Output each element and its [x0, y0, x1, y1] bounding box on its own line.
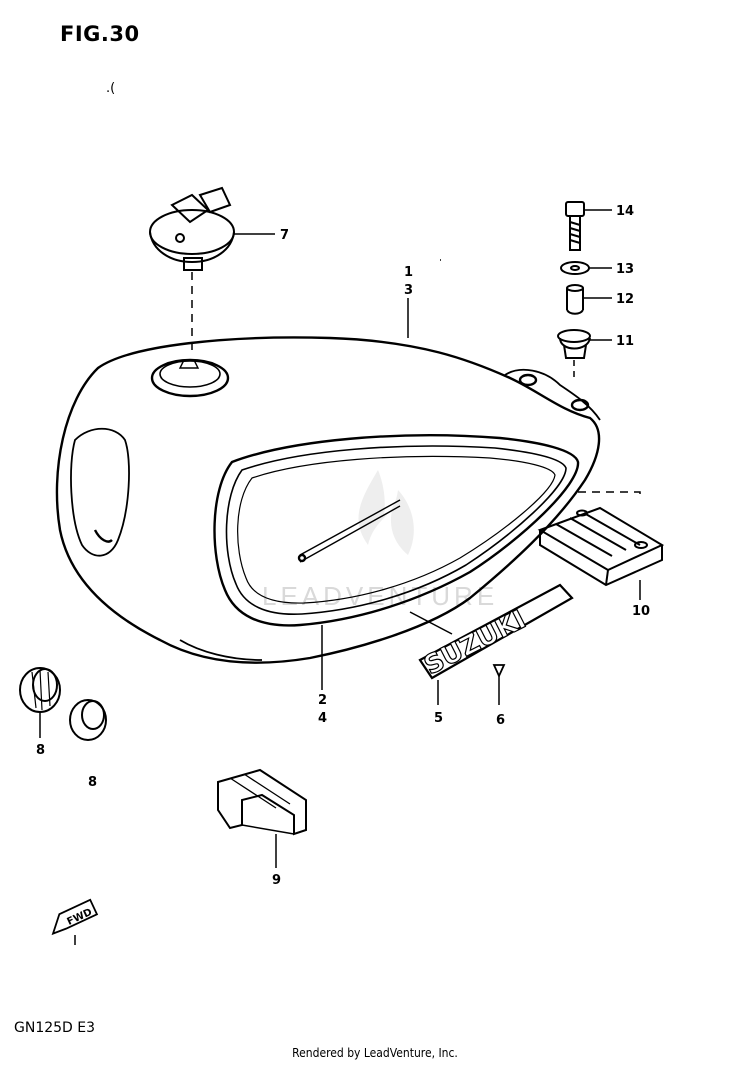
emblem-text: SUZUKI	[420, 605, 531, 681]
callout-8b: 8	[88, 775, 97, 790]
watermark-text: LEADVENTURE	[262, 581, 498, 611]
rear-cushion	[537, 506, 665, 587]
footer-credit: Rendered by LeadVenture, Inc.	[292, 1046, 458, 1060]
watermark-logo	[358, 470, 414, 555]
callout-7: 7	[280, 228, 289, 243]
callout-9: 9	[272, 873, 281, 888]
grommet	[557, 329, 591, 359]
callout-6: 6	[496, 713, 505, 728]
spacer	[566, 284, 584, 315]
stray-mark: .(	[106, 81, 115, 96]
leader-emblem-to-tank	[409, 611, 453, 635]
model-code: GN125D E3	[14, 1020, 96, 1036]
callout-12: 12	[616, 292, 634, 307]
callout-5: 5	[434, 711, 443, 726]
fuel-cap	[149, 186, 235, 271]
bolt	[565, 201, 585, 251]
front-cushion	[217, 768, 307, 836]
callout-4: 4	[318, 711, 327, 726]
callout-3: 3	[404, 283, 413, 298]
callout-2: 2	[318, 693, 327, 708]
fwd-arrow-icon: FWD	[51, 898, 99, 945]
callout-10: 10	[632, 604, 650, 619]
cushion-right	[69, 699, 107, 741]
callout-13: 13	[616, 262, 634, 277]
leader-cushion-to-tank	[578, 491, 641, 498]
cushion-left	[19, 667, 61, 713]
washer	[560, 261, 590, 275]
callout-8a: 8	[36, 743, 45, 758]
callout-14: 14	[616, 204, 634, 219]
figure-title: FIG.30	[60, 22, 140, 46]
fuel-tank	[55, 336, 601, 664]
callout-11: 11	[616, 334, 634, 349]
callout-1: 1	[404, 265, 413, 280]
emblem-screw	[492, 664, 506, 679]
